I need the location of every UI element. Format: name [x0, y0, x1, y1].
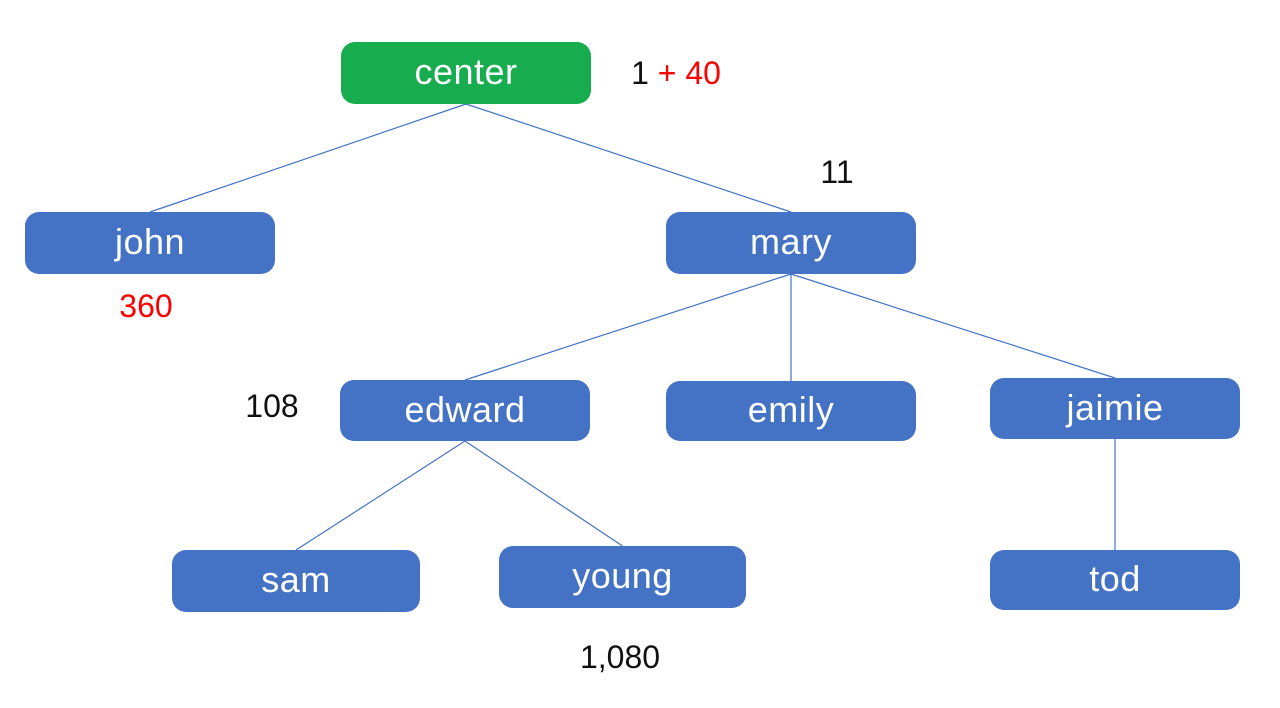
tree-node-label: john	[114, 221, 186, 262]
tree-node-label: center	[414, 51, 518, 92]
tree-node-jaimie: jaimie	[990, 378, 1240, 439]
edge-edward-young	[464, 440, 623, 547]
annotation-text: 1	[631, 55, 649, 91]
tree-node-tod: tod	[990, 550, 1240, 610]
tree-node-label: young	[572, 555, 673, 596]
tree-node-label: jaimie	[1066, 386, 1164, 428]
edge-edward-sam	[295, 440, 466, 551]
tree-node-john: john	[25, 212, 275, 274]
annotation-text: 1,080	[579, 639, 661, 675]
edge-mary-jaimie	[790, 273, 1116, 379]
annotation-text: + 40	[648, 55, 721, 91]
tree-node-emily: emily	[666, 381, 916, 441]
annotation-text: 360	[119, 288, 173, 324]
annotation-young-value: 1,080	[580, 641, 660, 673]
edge-mary-edward	[464, 273, 792, 381]
tree-node-label: edward	[404, 388, 526, 430]
tree-node-sam: sam	[172, 550, 420, 612]
annotation-edward-value: 108	[245, 390, 298, 422]
tree-node-label: sam	[261, 559, 331, 600]
tree-node-mary: mary	[666, 212, 916, 274]
annotation-text: 108	[245, 388, 299, 424]
annotation-center-value: 1 + 40	[631, 57, 721, 89]
edge-center-john	[149, 103, 467, 213]
tree-node-young: young	[499, 546, 746, 608]
tree-node-edward: edward	[340, 380, 590, 441]
annotation-text: 11	[820, 154, 854, 190]
tree-node-center: center	[341, 42, 591, 104]
tree-node-label: emily	[747, 389, 835, 430]
annotation-mary-value: 11	[820, 156, 853, 188]
tree-node-label: tod	[1089, 558, 1141, 599]
edge-center-mary	[465, 103, 792, 213]
tree-node-label: mary	[750, 221, 832, 262]
annotation-john-value: 360	[119, 290, 172, 322]
